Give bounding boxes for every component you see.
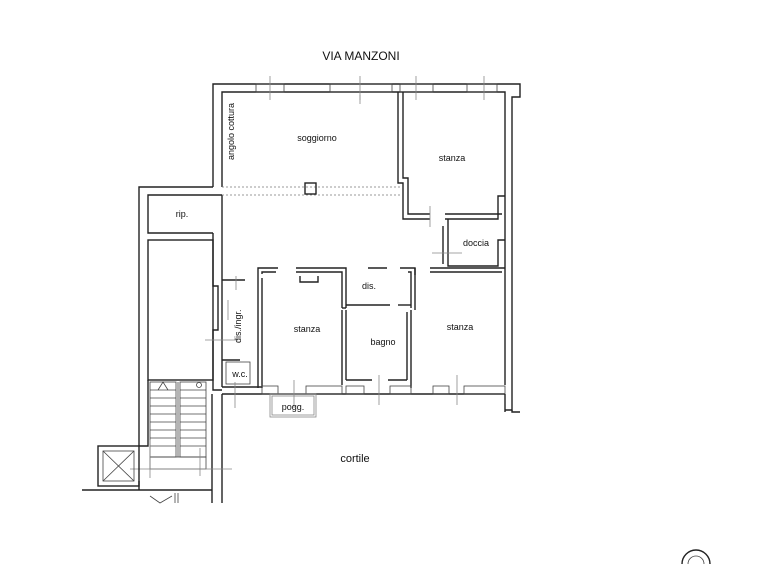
elevator-shaft (82, 445, 212, 491)
balcony-outline (269, 393, 317, 418)
east-boundary (504, 394, 520, 413)
interior-walls (205, 267, 505, 388)
room-label-closet: dis. (362, 281, 376, 291)
room-label-balcony: pogg. (282, 402, 305, 412)
chimney-column (304, 182, 317, 195)
room-label-wc: w.c. (231, 369, 248, 379)
north-arrow-icon (681, 549, 711, 564)
entry-arrow (149, 493, 179, 504)
room-label-living: soggiorno (297, 133, 337, 143)
bedroom-north-walls (397, 92, 505, 227)
room-label-entrance: dis./ingr. (233, 309, 243, 343)
room-label-bathroom: bagno (370, 337, 395, 347)
courtyard-label: cortile (340, 453, 369, 465)
south-openings (234, 375, 506, 418)
outer-walls (138, 83, 521, 503)
room-label-kitchen-corner: angolo cottura (226, 103, 236, 160)
room-label-bedroom-east: stanza (447, 322, 474, 332)
room-label-bedroom-north: stanza (439, 153, 466, 163)
room-label-bedroom-center: stanza (294, 324, 321, 334)
shower-walls (432, 219, 505, 267)
staircase (130, 381, 232, 478)
street-label: VIA MANZONI (322, 49, 399, 63)
room-label-storage: rip. (176, 209, 189, 219)
room-label-shower: doccia (463, 238, 489, 248)
north-windows (255, 76, 498, 104)
living-area-lines (222, 182, 400, 196)
